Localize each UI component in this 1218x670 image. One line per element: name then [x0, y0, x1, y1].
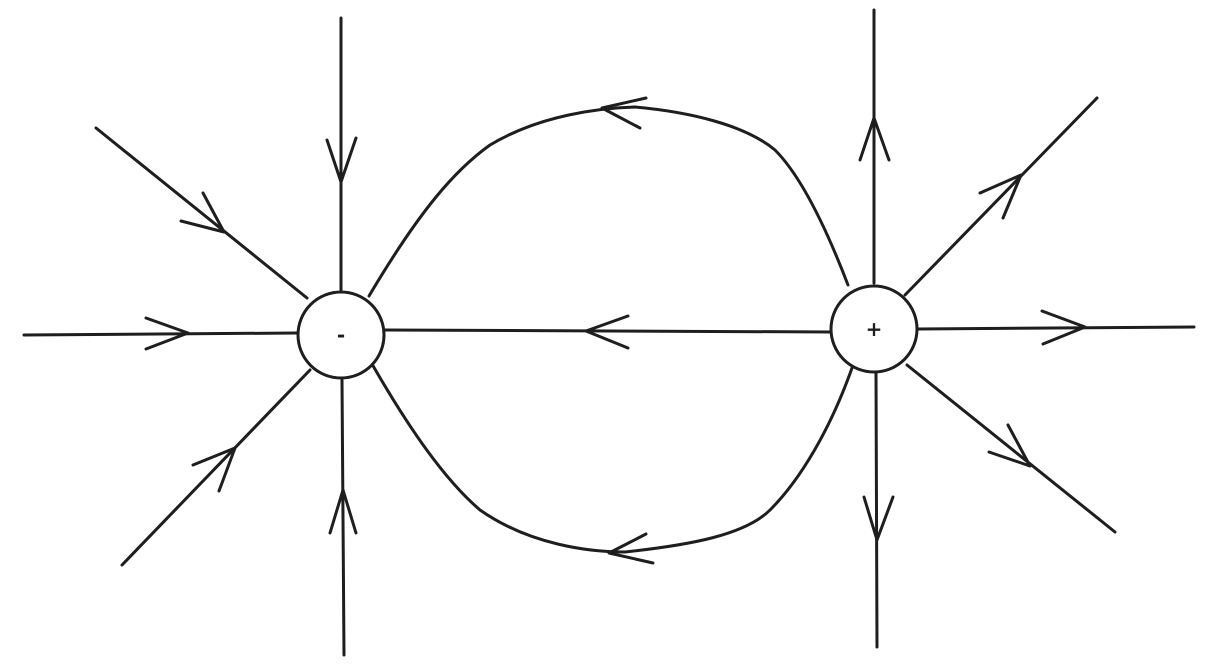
arrowhead-neg-top [325, 136, 358, 184]
arrowhead-pos-upper-right [978, 173, 1023, 220]
field-line-neg-left [22, 331, 299, 337]
arrowhead-lower-arc [607, 532, 655, 565]
positive-charge-field-lines [858, 8, 1196, 649]
positive-charge-label: + [866, 317, 883, 341]
arrowhead-pos-bottom [862, 495, 895, 542]
negative-charge: - [296, 290, 386, 380]
field-line-pos-right [916, 325, 1196, 331]
field-line-pos-upper-right [903, 96, 1099, 297]
field-line-upper-arc [367, 105, 850, 298]
negative-charge-circle [296, 290, 386, 380]
negative-charge-field-lines [22, 16, 358, 657]
arrowhead-pos-right [1040, 309, 1087, 346]
arrowhead-upper-arc [600, 96, 648, 130]
field-line-neg-bottom [340, 378, 346, 657]
dipole-connecting-field-lines [367, 96, 854, 565]
arrowhead-neg-upper-left [179, 191, 226, 234]
field-line-lower-arc [370, 362, 854, 554]
field-line-pos-lower-right [905, 363, 1117, 534]
positive-charge-circle [829, 284, 919, 374]
positive-charge: + [829, 284, 919, 374]
arrowhead-neg-lower-left [191, 446, 237, 493]
negative-charge-label: - [337, 323, 345, 347]
arrowhead-center [584, 314, 630, 350]
field-line-center [383, 328, 834, 334]
field-line-neg-upper-left [94, 126, 309, 300]
field-line-neg-lower-left [120, 368, 312, 567]
arrowhead-pos-top [858, 116, 891, 162]
field-line-pos-bottom [874, 370, 879, 649]
arrowhead-neg-left [144, 316, 190, 351]
arrowhead-neg-bottom [328, 488, 358, 535]
arrowhead-pos-lower-right [987, 423, 1032, 468]
